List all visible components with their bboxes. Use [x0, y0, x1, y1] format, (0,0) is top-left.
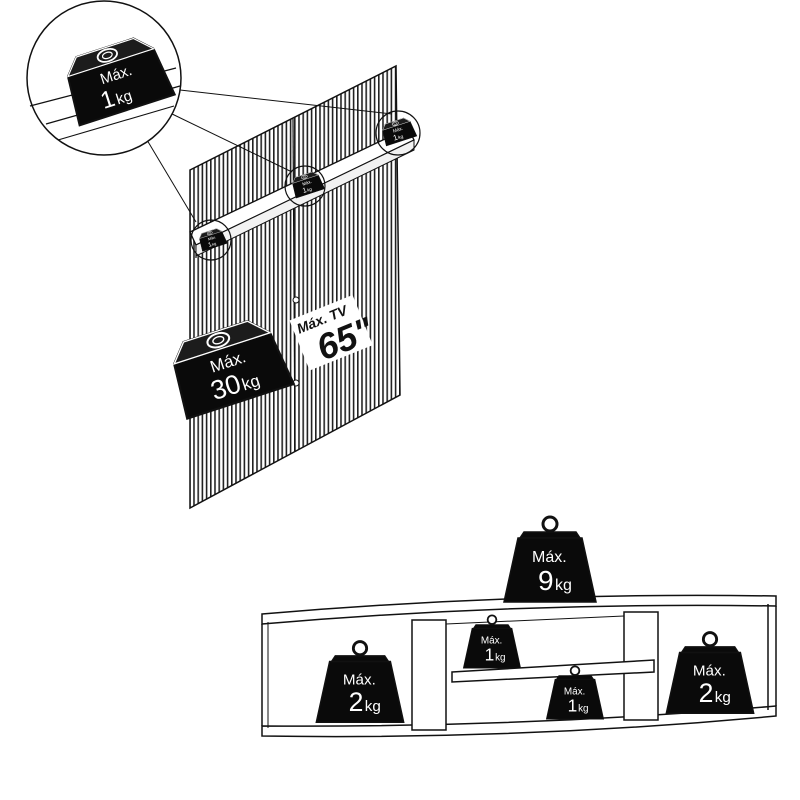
wall-panel: Máx. TV 65": [189, 64, 415, 510]
weight-right-compartment-unit: kg: [715, 689, 731, 706]
callout-ring-right: [375, 110, 421, 156]
weight-rail-right: Máx.1kg: [382, 117, 418, 147]
weight-right-compartment-label: Máx.: [693, 662, 726, 679]
weight-rail-mid-label: Máx.: [302, 179, 313, 187]
weight-rail-mid: Máx.1kg: [292, 171, 326, 199]
weight-rail-left-label: Máx.: [207, 234, 217, 241]
callout-ring-left: [190, 219, 232, 261]
weight-rail-left-unit: kg: [211, 241, 216, 247]
weight-left-compartment-unit: kg: [365, 698, 381, 715]
weight-panel-handle: [206, 331, 231, 349]
weight-left-compartment-value: 2: [349, 687, 364, 717]
divider-left: [411, 619, 447, 731]
weights-layer: Máx.1kgMáx.1kgMáx.1kgMáx.1kgMáx.30kgMáx.…: [66, 37, 755, 724]
panel-seam: [292, 117, 296, 453]
weight-left-compartment-ring: [351, 640, 369, 657]
weight-right-compartment-value: 2: [699, 678, 714, 708]
weight-shelf-lower-ring: [569, 665, 581, 676]
weight-shelf-upper-ring: [486, 614, 498, 625]
weight-rail-left: Máx.1kg: [199, 228, 228, 252]
weight-shelf-upper-body: [462, 627, 522, 669]
weight-rail-mid-value: 1: [301, 185, 308, 195]
weight-rail-left-value: 1: [207, 241, 213, 249]
weight-rail-left-handle: [206, 231, 213, 235]
weight-top-value: 9: [538, 565, 554, 596]
back-edge: [445, 615, 625, 625]
weight-shelf-upper-label: Máx.: [481, 635, 502, 646]
weight-shelf-lower-unit: kg: [578, 704, 588, 715]
callout-ring-mid: [284, 165, 326, 207]
middle-shelf: [451, 659, 655, 683]
weight-rail-mid-unit: kg: [306, 186, 313, 192]
weight-top-body: [503, 537, 597, 603]
weight-shelf-lower-value: 1: [568, 696, 578, 716]
weight-left-compartment-label: Máx.: [343, 671, 376, 688]
weight-right-compartment-body: [665, 651, 755, 715]
weight-top-label: Máx.: [532, 549, 567, 566]
weight-top-unit: kg: [555, 577, 572, 594]
weight-shelf-upper-unit: kg: [495, 653, 505, 664]
screw-hole-top: [292, 296, 300, 304]
weight-shelf-lower-label: Máx.: [564, 686, 585, 697]
callout-leader-lines: [146, 89, 393, 223]
weight-rail-right-value: 1: [392, 133, 399, 143]
weight-rail-right-unit: kg: [397, 134, 404, 141]
weight-panel-unit: kg: [240, 371, 263, 395]
weight-rail-right-label: Máx.: [392, 126, 404, 135]
weight-rail-mid-handle: [301, 174, 308, 180]
weight-shelf-upper-value: 1: [485, 645, 495, 665]
weight-left-compartment-body: [315, 660, 405, 724]
weight-rail-right-handle: [391, 121, 399, 126]
weight-callout: Máx.1kg: [66, 37, 177, 127]
tv-stand: [261, 594, 777, 738]
weight-callout-handle: [96, 47, 118, 63]
weight-callout-unit: kg: [114, 87, 134, 108]
weight-top-ring: [541, 515, 559, 533]
weight-shelf-lower-body: [545, 678, 605, 720]
weight-right-compartment-ring: [701, 631, 719, 648]
